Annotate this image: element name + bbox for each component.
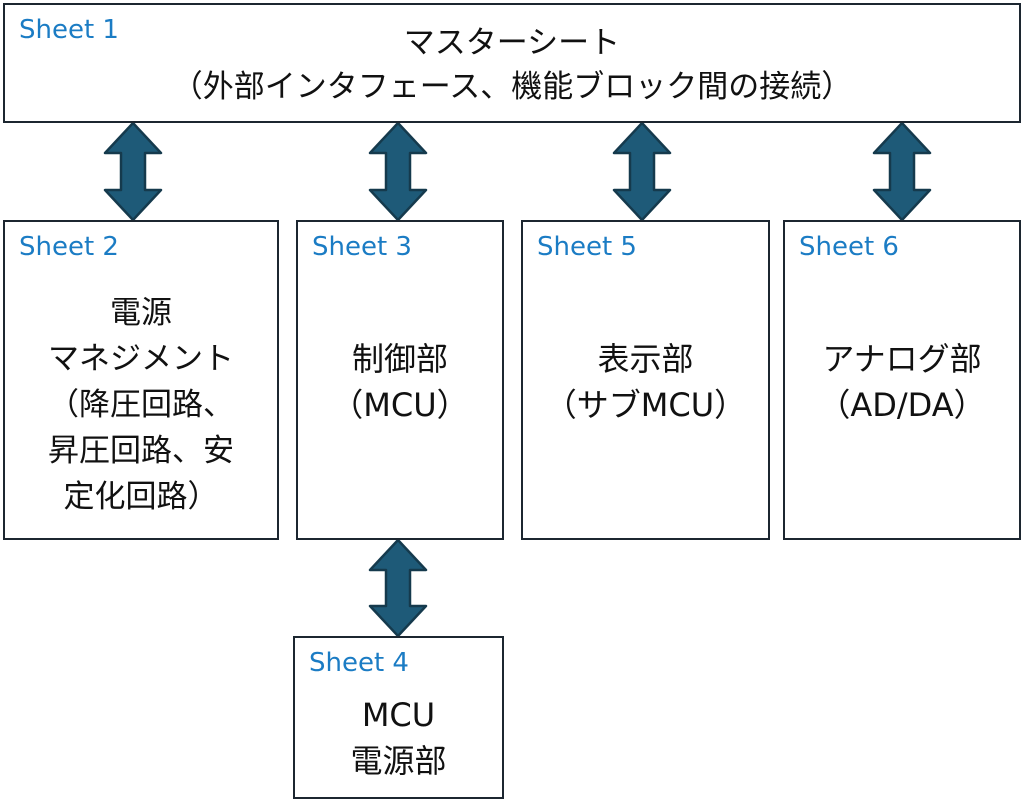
sheet-4-title: MCU 電源部 [350,696,447,780]
sheet-4-mcu-power-box: Sheet 4 MCU 電源部 [293,636,504,799]
arrow-control-mcu-power [368,538,428,638]
sheet-5-label: Sheet 5 [537,232,637,262]
sheet-3-control-box: Sheet 3 制御部 （MCU） [296,220,504,540]
sheet-1-title: マスターシート （外部インタフェース、機能ブロック間の接続） [171,25,853,105]
arrow-master-control [368,121,428,222]
sheet-4-label: Sheet 4 [309,648,409,678]
sheet-2-label: Sheet 2 [19,232,119,262]
sheet-6-analog-box: Sheet 6 アナログ部 （AD/DA） [783,220,1021,540]
sheet-5-display-box: Sheet 5 表示部 （サブMCU） [521,220,770,540]
sheet-1-master-box: Sheet 1 マスターシート （外部インタフェース、機能ブロック間の接続） [3,3,1021,123]
sheet-3-title: 制御部 （MCU） [331,340,469,424]
arrow-master-power [103,121,163,222]
arrow-master-analog [872,121,932,222]
sheet-2-title: 電源 マネジメント （降圧回路、 昇圧回路、安 定化回路） [48,295,234,515]
sheet-1-label: Sheet 1 [19,15,119,45]
sheet-3-label: Sheet 3 [312,232,412,262]
sheet-6-title: アナログ部 （AD/DA） [818,340,986,424]
sheet-5-title: 表示部 （サブMCU） [544,340,747,424]
arrow-master-display [612,121,672,222]
sheet-2-power-box: Sheet 2 電源 マネジメント （降圧回路、 昇圧回路、安 定化回路） [3,220,279,540]
sheet-6-label: Sheet 6 [799,232,899,262]
